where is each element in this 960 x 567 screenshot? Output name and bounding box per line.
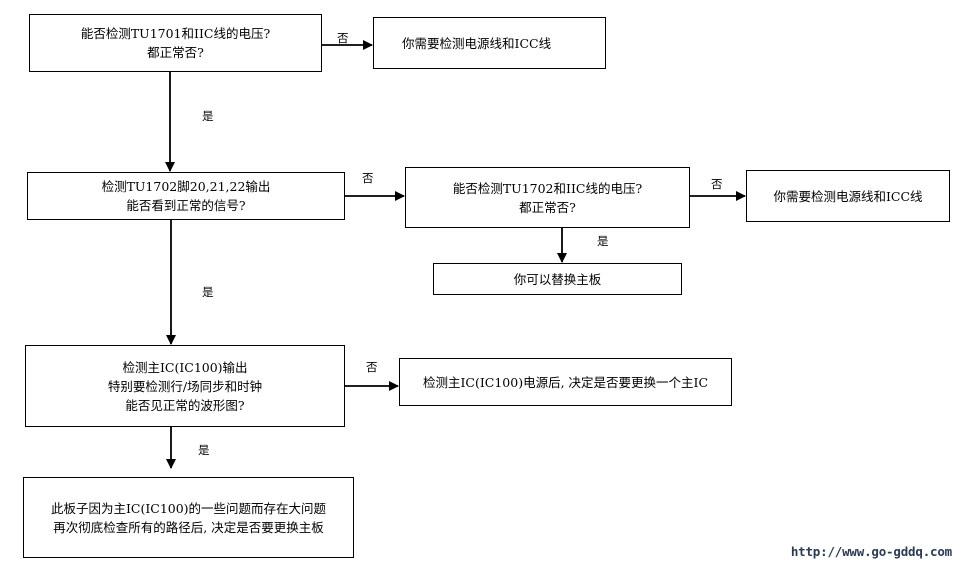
question-box-4: 检测主IC(IC100)输出 特别要检测行/场同步和时钟 能否见正常的波形图?: [25, 345, 345, 427]
box-text: 你需要检测电源线和ICC线: [773, 188, 923, 204]
box-text: 检测TU1702脚20,21,22输出: [101, 179, 271, 194]
label-no-3: 否: [711, 177, 723, 191]
box-text: 特别要检测行/场同步和时钟: [107, 378, 263, 394]
label-yes-2: 是: [597, 234, 609, 248]
box-text: 检测主IC(IC100)电源后, 决定是否要更换一个主IC: [422, 374, 709, 390]
box-text: 再次彻底检查所有的路径后, 决定是否要更换主板: [53, 519, 324, 535]
box-text: 都正常否?: [147, 45, 204, 60]
result-box-3: 你可以替换主板: [433, 263, 682, 295]
question-box-3: 能否检测TU1702和IIC线的电压? 都正常否?: [405, 167, 690, 228]
watermark-url: http://www.go-gddq.com: [790, 544, 952, 559]
label-no-1: 否: [337, 31, 349, 45]
box-text: 你需要检测电源线和ICC线: [402, 35, 552, 51]
result-box-5: 此板子因为主IC(IC100)的一些问题而存在大问题 再次彻底检查所有的路径后,…: [23, 477, 354, 558]
box-text: 能否见正常的波形图?: [125, 397, 245, 413]
question-box-1: 能否检测TU1701和IIC线的电压? 都正常否?: [29, 14, 322, 72]
box-text: 都正常否?: [519, 199, 576, 215]
box-text: 能否看到正常的信号?: [126, 198, 246, 213]
label-yes-1: 是: [202, 109, 214, 123]
box-text: 能否检测TU1701和IIC线的电压?: [80, 26, 271, 41]
label-no-4: 否: [366, 360, 378, 374]
label-no-2: 否: [362, 171, 374, 185]
question-box-2: 检测TU1702脚20,21,22输出 能否看到正常的信号?: [27, 172, 345, 220]
box-text: 检测主IC(IC100)输出: [122, 359, 248, 375]
result-box-2: 你需要检测电源线和ICC线: [746, 170, 950, 222]
box-text: 能否检测TU1702和IIC线的电压?: [452, 180, 643, 196]
box-text: 你可以替换主板: [513, 271, 602, 287]
label-yes-4: 是: [198, 443, 210, 457]
label-yes-3: 是: [202, 285, 214, 299]
result-box-1: 你需要检测电源线和ICC线: [373, 17, 606, 69]
box-text: 此板子因为主IC(IC100)的一些问题而存在大问题: [50, 500, 327, 516]
result-box-4: 检测主IC(IC100)电源后, 决定是否要更换一个主IC: [399, 358, 732, 406]
